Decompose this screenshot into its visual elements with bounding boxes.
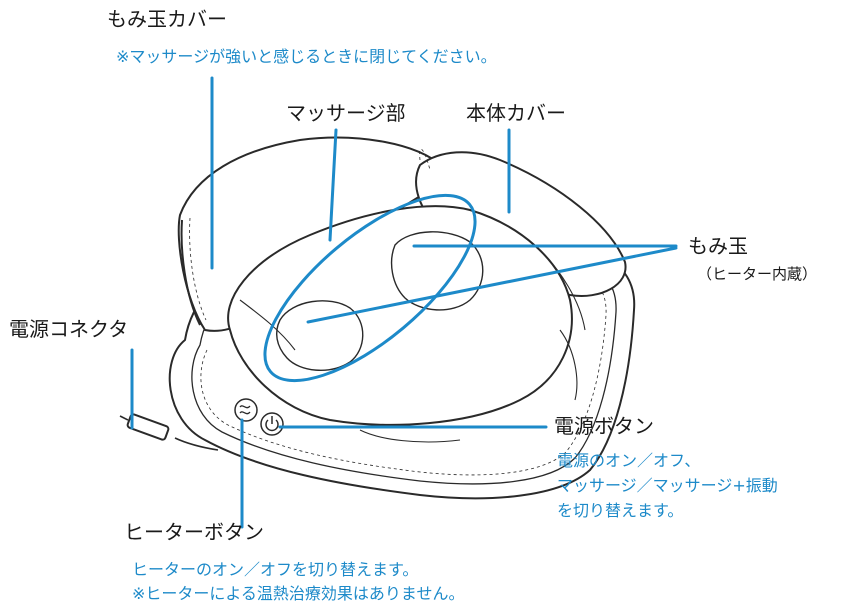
power-icon[interactable] bbox=[260, 412, 284, 436]
massage-part-outline bbox=[263, 193, 477, 383]
label-momi-ball-sub: （ヒーター内蔵） bbox=[697, 265, 818, 283]
note-power-button-line2: マッサージ／マッサージ+振動 bbox=[557, 476, 778, 495]
label-power-button: 電源ボタン bbox=[554, 414, 654, 438]
label-massage-part: マッサージ部 bbox=[286, 101, 406, 125]
label-momi-ball: もみ玉 bbox=[688, 234, 748, 258]
note-power-button-line1: 電源のオン／オフ、 bbox=[557, 451, 701, 470]
connector-cord bbox=[174, 437, 219, 451]
label-body-cover: 本体カバー bbox=[466, 101, 566, 125]
fold-lines bbox=[239, 249, 586, 443]
ball-upper bbox=[390, 231, 484, 311]
label-power-connector: 電源コネクタ bbox=[9, 317, 129, 341]
leader-momi-ball-lower bbox=[306, 246, 678, 324]
label-momi-cover: もみ玉カバー bbox=[107, 7, 227, 31]
back-stitch bbox=[419, 148, 431, 171]
left-flap-side bbox=[180, 219, 201, 326]
label-heater-button: ヒーターボタン bbox=[124, 520, 264, 544]
connector-plug bbox=[126, 413, 170, 441]
device-body bbox=[119, 136, 636, 500]
ball-lower bbox=[275, 300, 364, 371]
leader-massage-part bbox=[328, 128, 338, 242]
leader-lines bbox=[130, 76, 678, 529]
note-momi-cover: ※マッサージが強いと感じるときに閉じてください。 bbox=[116, 47, 497, 66]
note-heater-button-line2: ※ヒーターによる温熱治療効果はありません。 bbox=[132, 584, 465, 603]
heater-wave-icon[interactable] bbox=[234, 398, 258, 422]
connector-tip bbox=[119, 415, 129, 421]
note-power-button-line3: を切り替えます。 bbox=[557, 501, 684, 520]
note-heater-button-line1: ヒーターのオン／オフを切り替えます。 bbox=[132, 560, 419, 579]
base-stitch bbox=[200, 274, 607, 476]
